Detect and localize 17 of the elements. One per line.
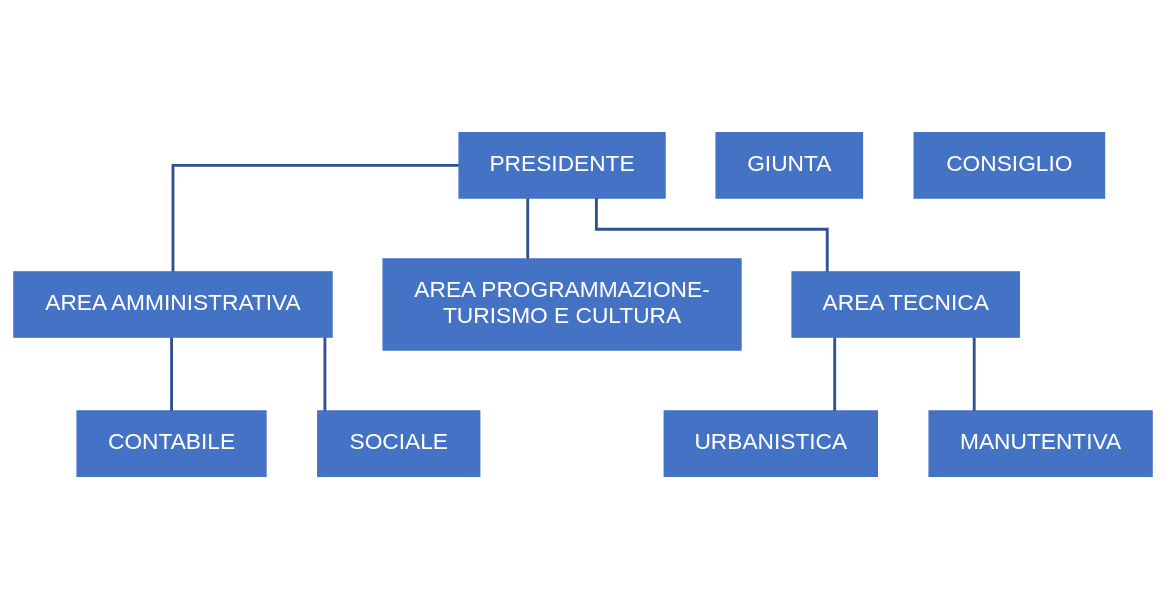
node-box: AREA PROGRAMMAZIONE- TURISMO E CULTURA [382, 257, 742, 351]
node-box: URBANISTICA [663, 409, 878, 477]
connector [972, 336, 976, 411]
connector [171, 163, 459, 272]
node-box: AREA TECNICA [791, 270, 1020, 338]
node-box: MANUTENTIVA [928, 409, 1153, 477]
node-box: CONSIGLIO [913, 131, 1106, 199]
node-box: SOCIALE [317, 409, 481, 477]
connector [594, 197, 829, 272]
connector [170, 336, 173, 411]
connector [833, 336, 837, 411]
connector [323, 336, 327, 411]
connector [526, 197, 530, 259]
node-box: PRESIDENTE [458, 131, 666, 199]
node-box: CONTABILE [76, 409, 267, 477]
node-box: GIUNTA [715, 131, 864, 199]
node-box: AREA AMMINISTRATIVA [13, 270, 333, 338]
